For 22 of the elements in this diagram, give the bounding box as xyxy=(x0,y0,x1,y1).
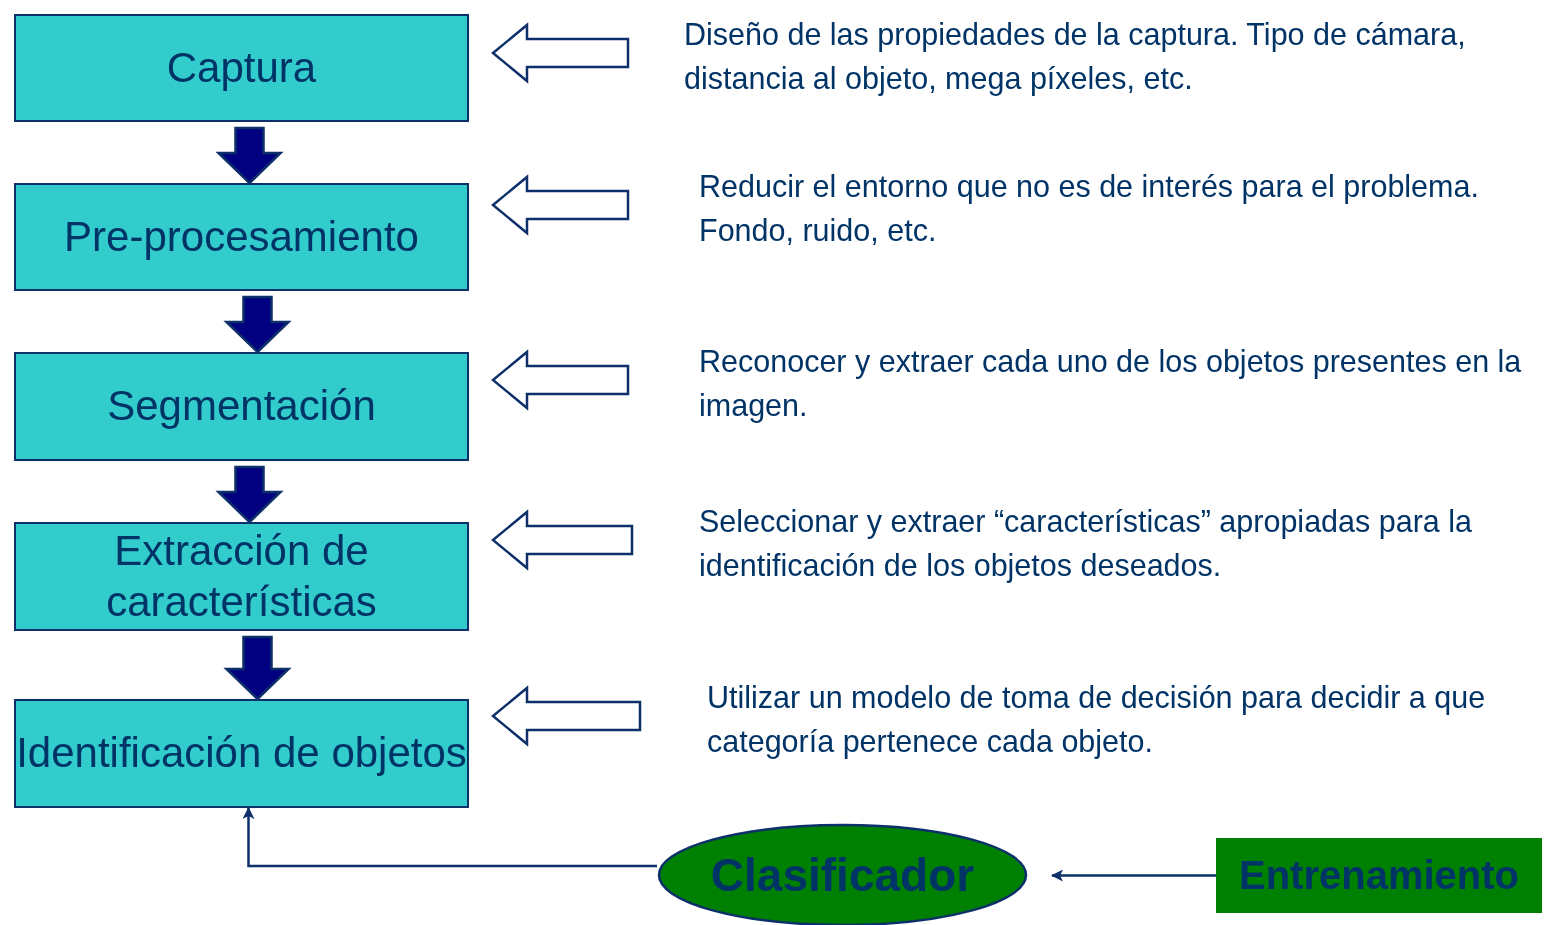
block-arrow xyxy=(215,465,284,524)
arrow xyxy=(1051,869,1216,882)
process-box: Segmentación xyxy=(14,352,469,461)
block-arrow xyxy=(215,126,284,185)
process-box: Identificación de objetos xyxy=(14,699,469,808)
hollow-arrow xyxy=(491,509,634,571)
hollow-arrow xyxy=(491,174,630,236)
process-box: Captura xyxy=(14,14,469,122)
arrow xyxy=(242,807,657,868)
process-box: Pre-procesamiento xyxy=(14,183,469,291)
hollow-arrow xyxy=(491,349,630,411)
hollow-arrow xyxy=(491,685,642,747)
process-box: Extracción de características xyxy=(14,522,469,631)
description-text: Utilizar un modelo de toma de decisión para decidir a que categoría pertenece cada objeto. xyxy=(640,667,1561,771)
hollow-arrow xyxy=(491,22,630,84)
training-box: Entrenamiento xyxy=(1216,838,1542,913)
description-text: Seleccionar y extraer “características” apropiadas para la identificación de los objetos deseados. xyxy=(632,491,1561,595)
description-text: Diseño de las propiedades de la captura. Tipo de cámara, distancia al objeto, mega píxeles, etc. xyxy=(628,4,1561,108)
block-arrow xyxy=(223,295,292,354)
description-text: Reducir el entorno que no es de interés para el problema. Fondo, ruido, etc. xyxy=(628,156,1561,260)
block-arrow xyxy=(223,635,292,701)
description-text: Reconocer y extraer cada uno de los objetos presentes en la imagen. xyxy=(628,331,1561,435)
